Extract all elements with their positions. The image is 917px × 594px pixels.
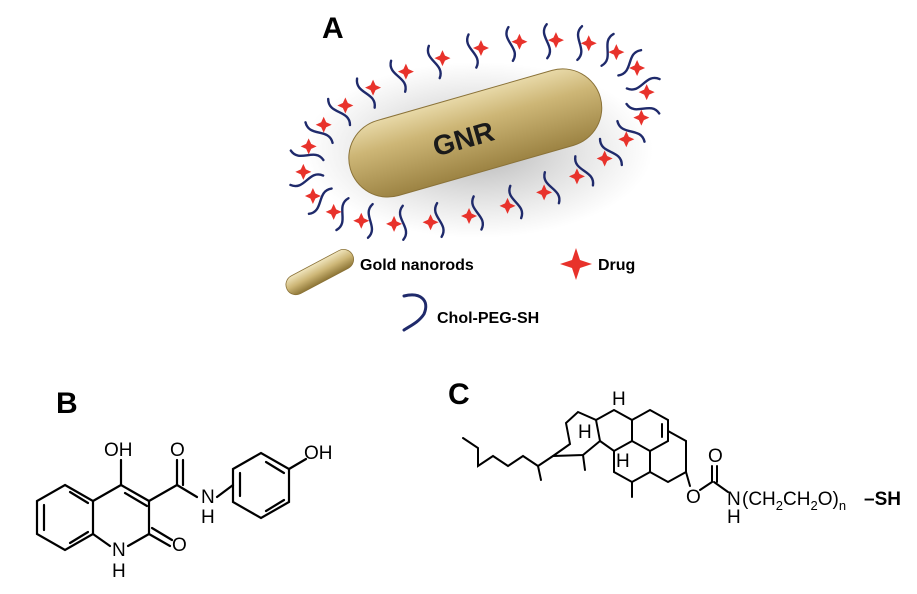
legend-drug-icon bbox=[560, 248, 592, 280]
molecule-b bbox=[35, 451, 308, 552]
drug-star-icon bbox=[300, 138, 317, 155]
drug-star-icon bbox=[461, 207, 478, 224]
drug-star-icon bbox=[325, 203, 342, 220]
mol-c-h2: H bbox=[578, 422, 592, 443]
mol-c-chain: (CH2CH2O)n bbox=[742, 489, 846, 513]
drug-star-icon bbox=[434, 50, 451, 67]
legend-chol-peg-sh-label: Chol-PEG-SH bbox=[437, 310, 539, 327]
panel-label-b: B bbox=[56, 387, 78, 420]
peg-chain bbox=[617, 48, 643, 77]
panel-label-c: C bbox=[448, 378, 470, 411]
drug-star-icon bbox=[397, 63, 414, 80]
panel-label-a: A bbox=[322, 12, 344, 45]
mol-b-oh-top: OH bbox=[104, 440, 133, 461]
drug-star-icon bbox=[547, 32, 564, 49]
drug-star-icon bbox=[596, 150, 613, 167]
mol-b-ring-n: N bbox=[112, 540, 126, 561]
peg-chain bbox=[289, 149, 325, 162]
peg-chain bbox=[600, 32, 615, 67]
peg-chain bbox=[543, 171, 561, 205]
legend-gold-nanorods-label: Gold nanorods bbox=[360, 257, 474, 274]
peg-chain bbox=[471, 195, 485, 231]
peg-chain bbox=[426, 44, 442, 80]
peg-chain bbox=[304, 121, 334, 145]
peg-chain bbox=[398, 204, 408, 241]
mol-b-ring-h: H bbox=[112, 561, 126, 582]
peg-chain bbox=[542, 23, 552, 60]
peg-chain bbox=[366, 202, 374, 239]
peg-chain bbox=[465, 33, 479, 69]
peg-chain bbox=[598, 137, 624, 167]
legend-drug-label: Drug bbox=[598, 257, 635, 274]
drug-star-icon bbox=[315, 116, 332, 133]
drug-star-icon bbox=[580, 35, 597, 52]
drug-star-icon bbox=[638, 84, 655, 101]
mol-c-h: H bbox=[727, 507, 741, 528]
peg-chain bbox=[625, 102, 661, 115]
legend-gold-nanorod-icon bbox=[285, 248, 355, 296]
mol-c-h3: H bbox=[616, 451, 630, 472]
mol-b-nh-n: N bbox=[201, 487, 215, 508]
peg-chain bbox=[505, 25, 516, 63]
mol-c-h1: H bbox=[612, 389, 626, 410]
mol-c-n: N bbox=[727, 489, 741, 510]
legend-chain-icon bbox=[402, 293, 428, 332]
mol-b-oh-phenol: OH bbox=[304, 443, 333, 464]
molecule-b-labels: OH O OH N H N H O bbox=[104, 440, 333, 582]
peg-chain bbox=[574, 155, 595, 187]
drug-star-icon bbox=[511, 33, 528, 50]
mol-b-nh-h: H bbox=[201, 507, 215, 528]
drug-star-icon bbox=[629, 60, 646, 77]
nanorod-assembly: GNR bbox=[289, 23, 661, 241]
drug-star-icon bbox=[472, 40, 489, 57]
peg-chain bbox=[389, 59, 407, 93]
drug-star-icon bbox=[386, 215, 403, 232]
drug-star-icon bbox=[536, 184, 553, 201]
drug-star-icon bbox=[295, 163, 312, 180]
mol-c-sh: –SH bbox=[864, 489, 901, 510]
peg-chains bbox=[289, 23, 661, 241]
mol-b-o-amide: O bbox=[170, 440, 185, 461]
peg-chain bbox=[434, 201, 445, 239]
drug-star-icon bbox=[499, 197, 516, 214]
drug-star-icon bbox=[633, 109, 650, 126]
molecule-c-labels: H H H O O N H (CH2CH2O)n –SH bbox=[578, 389, 901, 528]
drug-star-icon bbox=[353, 212, 370, 229]
peg-chain bbox=[355, 77, 376, 109]
gold-nanorod bbox=[348, 68, 603, 198]
peg-chain bbox=[576, 25, 584, 62]
mol-c-o-ester: O bbox=[686, 487, 701, 508]
mol-b-o-ring: O bbox=[172, 535, 187, 556]
peg-chain bbox=[335, 197, 350, 232]
drug-star-icon bbox=[608, 44, 625, 61]
drug-star-icon bbox=[304, 187, 321, 204]
drug-molecules bbox=[295, 32, 655, 232]
drug-star-icon bbox=[337, 97, 354, 114]
peg-chain bbox=[289, 173, 325, 188]
drug-star-icon bbox=[568, 168, 585, 185]
molecule-c bbox=[462, 408, 729, 498]
legend: Gold nanorods Drug Chol-PEG-SH bbox=[285, 248, 635, 332]
peg-chain bbox=[616, 119, 646, 143]
drug-star-icon bbox=[618, 131, 635, 148]
drug-star-icon bbox=[422, 214, 439, 231]
mol-c-o-carbonyl: O bbox=[708, 446, 723, 467]
drug-star-icon bbox=[365, 79, 382, 96]
peg-chain bbox=[625, 76, 661, 91]
peg-chain bbox=[326, 97, 352, 127]
peg-chain bbox=[307, 187, 333, 216]
peg-chain bbox=[508, 184, 524, 220]
